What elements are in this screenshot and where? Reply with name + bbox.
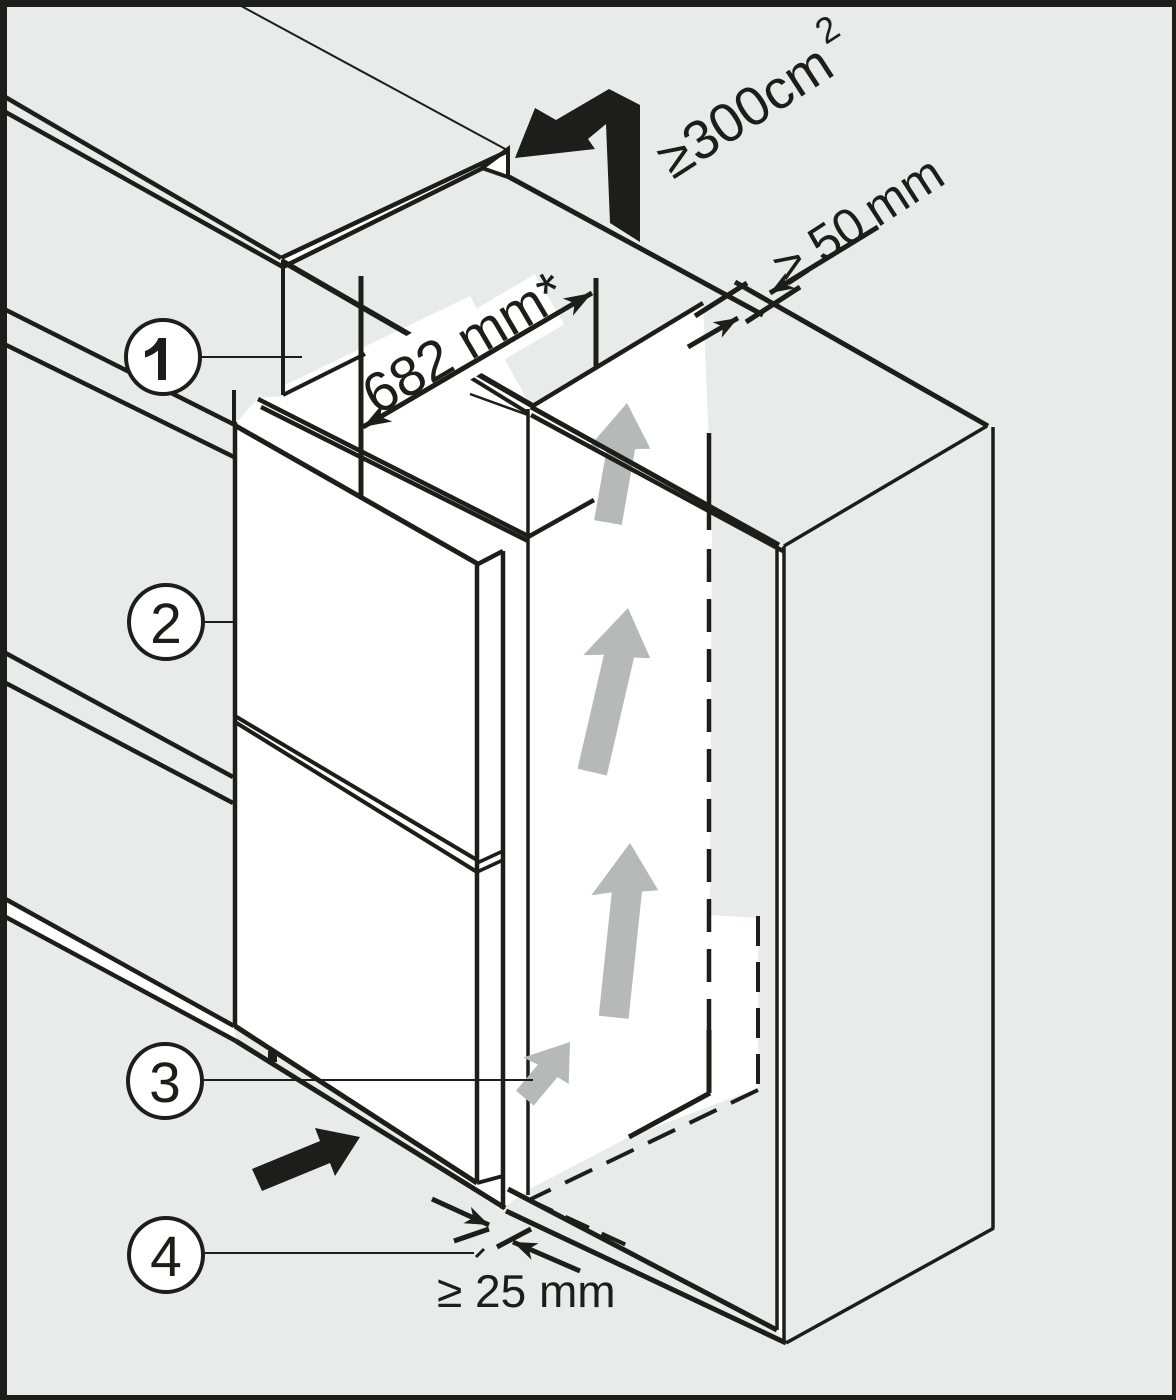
svg-text:4: 4: [150, 1225, 182, 1289]
svg-text:3: 3: [149, 1051, 181, 1115]
svg-text:≥ 25 mm: ≥ 25 mm: [437, 1265, 616, 1317]
svg-text:2: 2: [150, 592, 182, 656]
